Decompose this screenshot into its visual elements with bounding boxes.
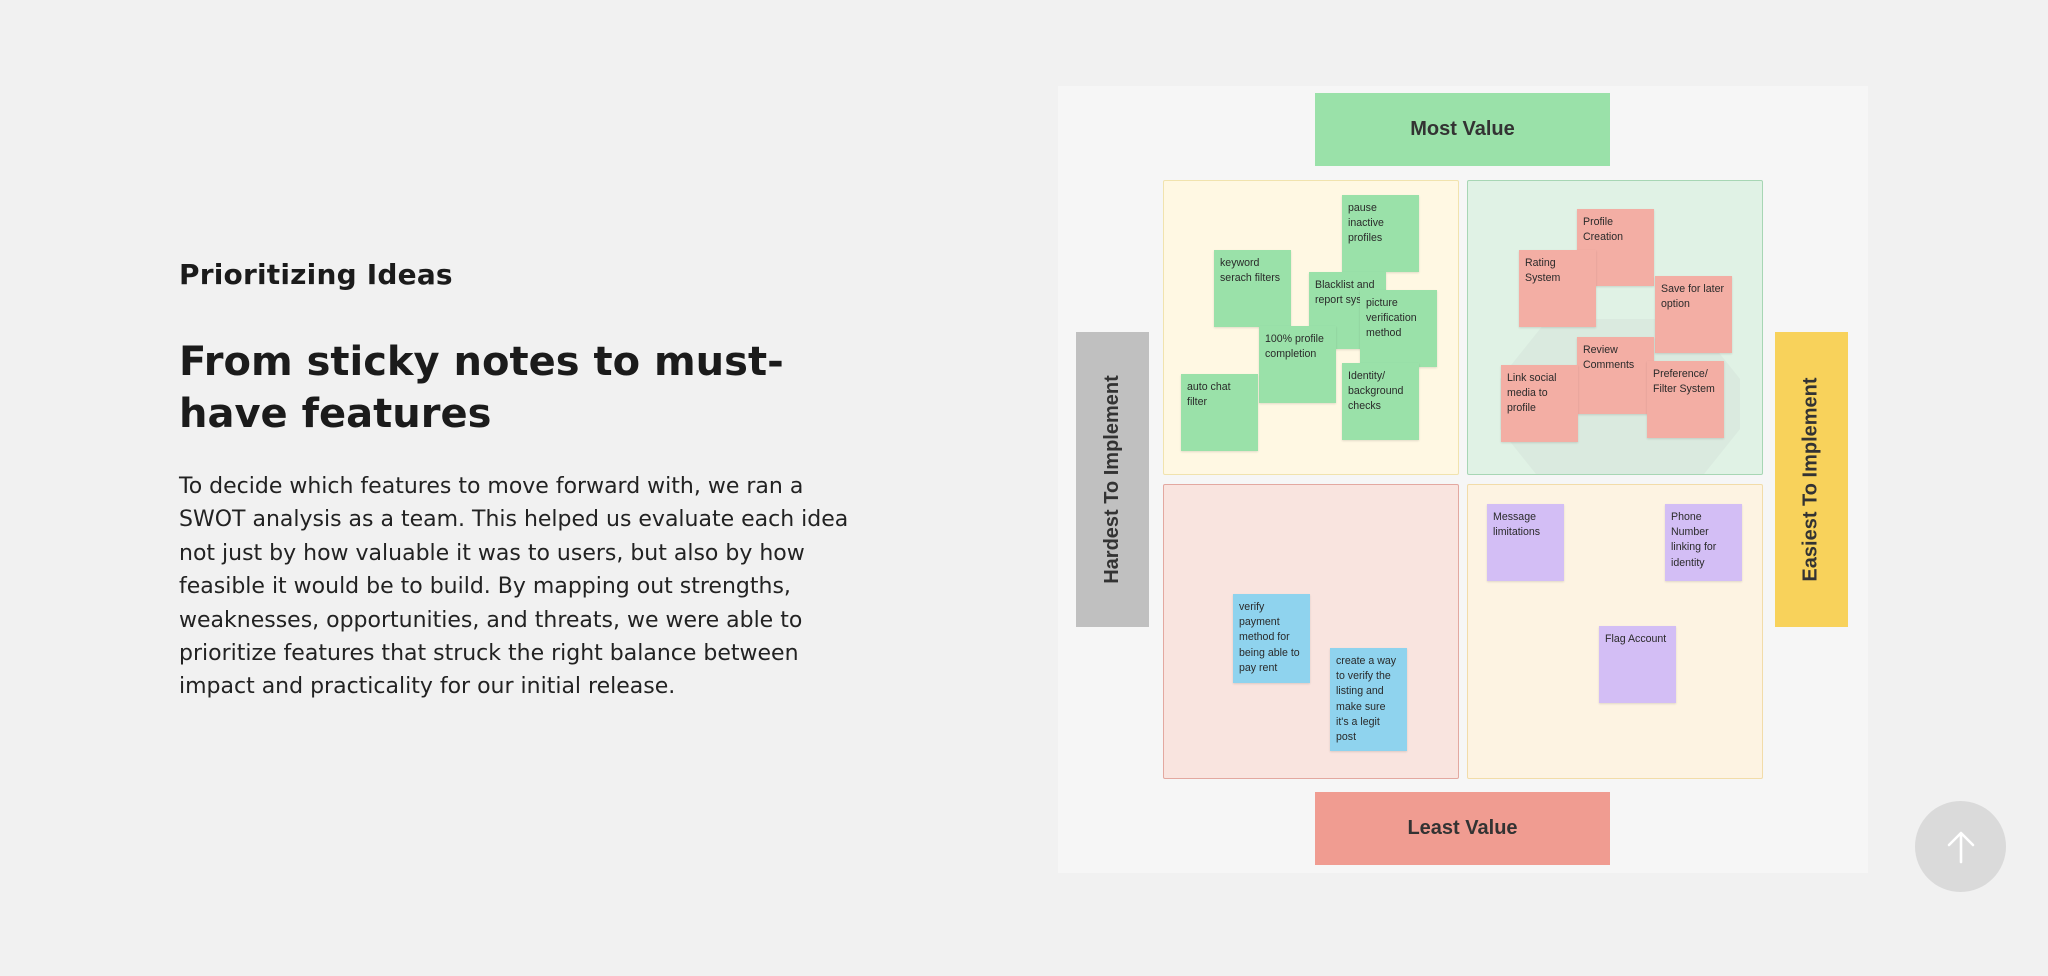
sticky-note[interactable]: Flag Account xyxy=(1599,626,1676,703)
sticky-note[interactable]: Review Comments xyxy=(1577,337,1654,414)
most-value-label: Most Value xyxy=(1315,93,1610,166)
sticky-note[interactable]: verify payment method for being able to … xyxy=(1233,594,1310,683)
hardest-to-implement-label: Hardest To Implement xyxy=(1101,375,1123,584)
quadrant-least-value-hardest: verify payment method for being able to … xyxy=(1163,484,1459,779)
section-body: To decide which features to move forward… xyxy=(179,474,849,700)
hardest-label-box: Hardest To Implement xyxy=(1076,332,1149,627)
sticky-note[interactable]: Link social media to profile xyxy=(1501,365,1578,442)
sticky-note[interactable]: Identity/ background checks xyxy=(1342,363,1419,440)
sticky-note[interactable]: picture verification method xyxy=(1360,290,1437,367)
quadrant-most-value-hardest: pause inactive profiles keyword serach f… xyxy=(1163,180,1459,475)
quadrant-most-value-easiest: Profile Creation Rating System Save for … xyxy=(1467,180,1763,475)
sticky-note[interactable]: Message limitations xyxy=(1487,504,1564,581)
least-value-label: Least Value xyxy=(1315,792,1610,865)
easiest-label-box: Easiest To Implement xyxy=(1775,332,1848,627)
section-eyebrow: Prioritizing Ideas xyxy=(179,258,453,291)
sticky-note[interactable]: Save for later option xyxy=(1655,276,1732,353)
sticky-note[interactable]: auto chat filter xyxy=(1181,374,1258,451)
arrow-up-icon xyxy=(1947,831,1974,863)
sticky-note[interactable]: 100% profile completion xyxy=(1259,326,1336,403)
sticky-note[interactable]: Rating System xyxy=(1519,250,1596,327)
sticky-note[interactable]: pause inactive profiles xyxy=(1342,195,1419,272)
sticky-note[interactable]: keyword serach filters xyxy=(1214,250,1291,327)
prioritization-matrix: Most Value Least Value Hardest To Implem… xyxy=(1058,86,1868,873)
sticky-note[interactable]: Preference/ Filter System xyxy=(1647,361,1724,438)
easiest-to-implement-label: Easiest To Implement xyxy=(1800,377,1823,582)
quadrant-least-value-easiest: Message limitations Phone Number linking… xyxy=(1467,484,1763,779)
section-headline: From sticky notes to must-have features xyxy=(179,339,784,437)
sticky-note[interactable]: Phone Number linking for identity xyxy=(1665,504,1742,581)
sticky-note[interactable]: create a way to verify the listing and m… xyxy=(1330,648,1407,751)
scroll-to-top-button[interactable] xyxy=(1915,801,2006,892)
